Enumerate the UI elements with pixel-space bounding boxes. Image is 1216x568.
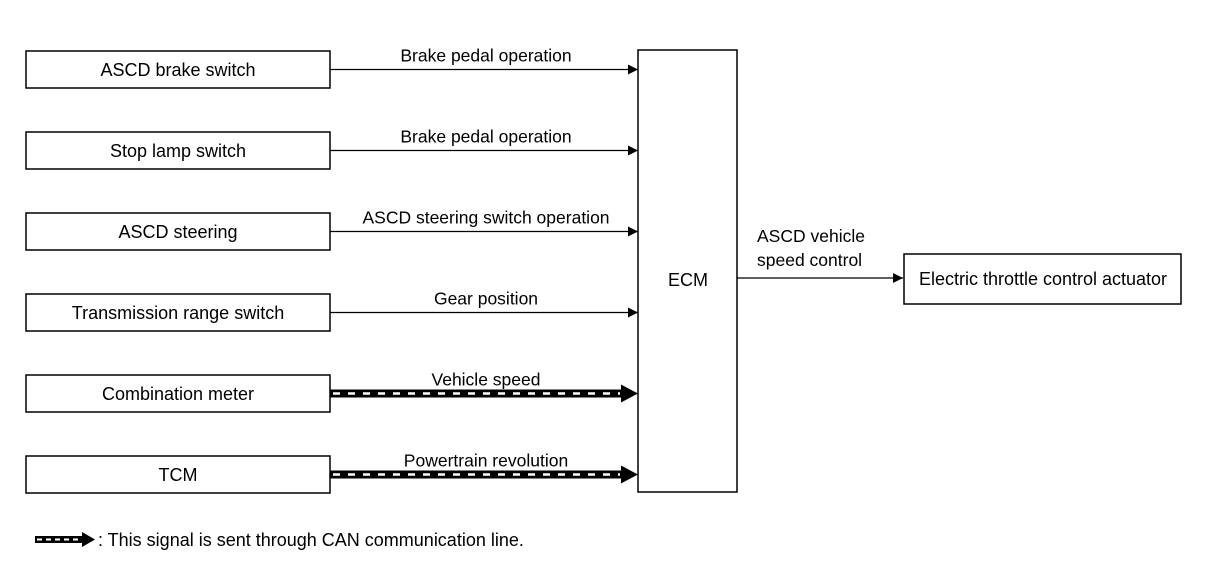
input-box-label: Combination meter	[102, 384, 254, 404]
signal-label: Gear position	[434, 289, 538, 309]
throttle-actuator-box	[903, 253, 1182, 305]
input-box-label: Stop lamp switch	[110, 141, 246, 161]
can-legend-arrow-icon	[35, 532, 95, 547]
legend-text: : This signal is sent through CAN commun…	[98, 530, 524, 550]
signal-label: Brake pedal operation	[400, 127, 571, 147]
signal-label: Vehicle speed	[432, 370, 541, 390]
input-box-label: ASCD steering	[118, 222, 237, 242]
input-box-label: ASCD brake switch	[100, 60, 255, 80]
can-signal-arrow	[330, 465, 638, 484]
can-signal-arrow	[330, 384, 638, 403]
signal-label: Powertrain revolution	[404, 451, 568, 471]
ecm-box	[637, 49, 738, 493]
signal-label: Brake pedal operation	[400, 46, 571, 66]
input-box-label: Transmission range switch	[72, 303, 284, 323]
throttle-actuator-label: Electric throttle control actuator	[919, 269, 1167, 289]
output-signal-label-line1: ASCD vehicle	[757, 226, 865, 246]
input-box-ascd-steering	[25, 212, 331, 251]
input-box-tcm	[25, 455, 331, 494]
input-box-stop-lamp-switch	[25, 131, 331, 170]
input-box-transmission-range-switch	[25, 293, 331, 332]
ecm-label: ECM	[668, 270, 708, 290]
signal-label: ASCD steering switch operation	[362, 208, 609, 228]
input-box-ascd-brake-switch	[25, 50, 331, 89]
input-box-label: TCM	[159, 465, 198, 485]
output-signal-label-line2: speed control	[757, 250, 862, 270]
